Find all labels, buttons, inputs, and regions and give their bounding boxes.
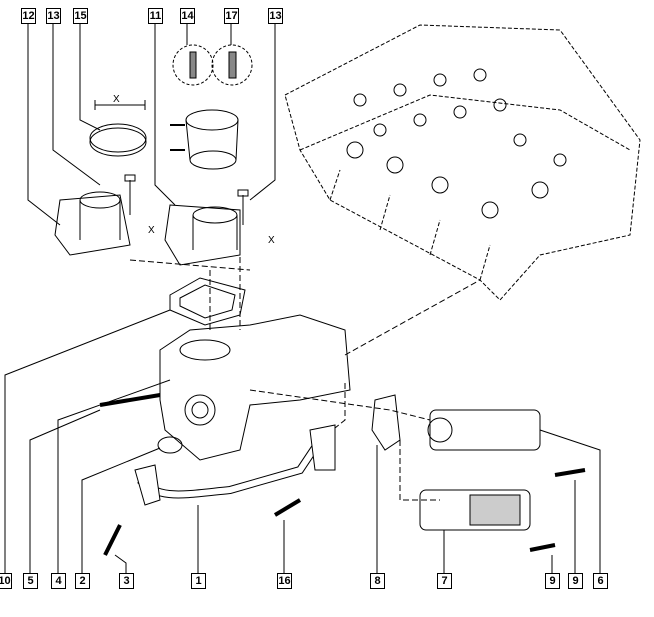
egr-pipe xyxy=(137,437,324,499)
callout-10: 10 xyxy=(0,573,12,589)
callout-9: 9 xyxy=(545,573,560,589)
callout-13-right: 13 xyxy=(268,8,283,24)
throttle-body-right xyxy=(164,204,241,266)
callout-15: 15 xyxy=(73,8,88,24)
screws-top xyxy=(124,174,249,225)
egr-valve-gasket xyxy=(371,394,401,451)
bolt xyxy=(99,393,161,407)
leader-lines-bottom xyxy=(4,309,601,573)
callout-11: 11 xyxy=(148,8,163,24)
egr-housing xyxy=(159,314,351,461)
callout-16: 16 xyxy=(277,573,292,589)
cylinder-head-holes xyxy=(346,68,567,219)
callout-5: 5 xyxy=(23,573,38,589)
callout-6: 6 xyxy=(593,573,608,589)
egr-valve-bottom xyxy=(419,489,531,531)
dimension-x-clamp: X xyxy=(113,94,120,105)
callout-4: 4 xyxy=(51,573,66,589)
hose-clamp xyxy=(89,123,147,153)
seal-ring xyxy=(157,436,183,454)
hose-sleeve xyxy=(170,109,239,170)
callout-7: 7 xyxy=(437,573,452,589)
callout-13: 13 xyxy=(46,8,61,24)
cylinder-head xyxy=(284,24,641,301)
valve-screws xyxy=(529,468,586,552)
callout-1: 1 xyxy=(191,573,206,589)
callout-3: 3 xyxy=(119,573,134,589)
callout-2: 2 xyxy=(75,573,90,589)
callout-14: 14 xyxy=(180,8,195,24)
leader-lines-top xyxy=(27,22,276,226)
bolt-16 xyxy=(273,498,302,517)
callout-8: 8 xyxy=(370,573,385,589)
callout-12: 12 xyxy=(21,8,36,24)
callout-17: 17 xyxy=(224,8,239,24)
bolt-3 xyxy=(103,524,122,556)
callout-9-right: 9 xyxy=(568,573,583,589)
detail-circle-14 xyxy=(172,44,214,86)
detail-circle-17 xyxy=(211,44,253,86)
dimension-x-right: X xyxy=(268,235,275,246)
throttle-body-left xyxy=(54,191,131,256)
dimension-x-left: X xyxy=(148,225,155,236)
egr-valve-top xyxy=(427,409,541,451)
